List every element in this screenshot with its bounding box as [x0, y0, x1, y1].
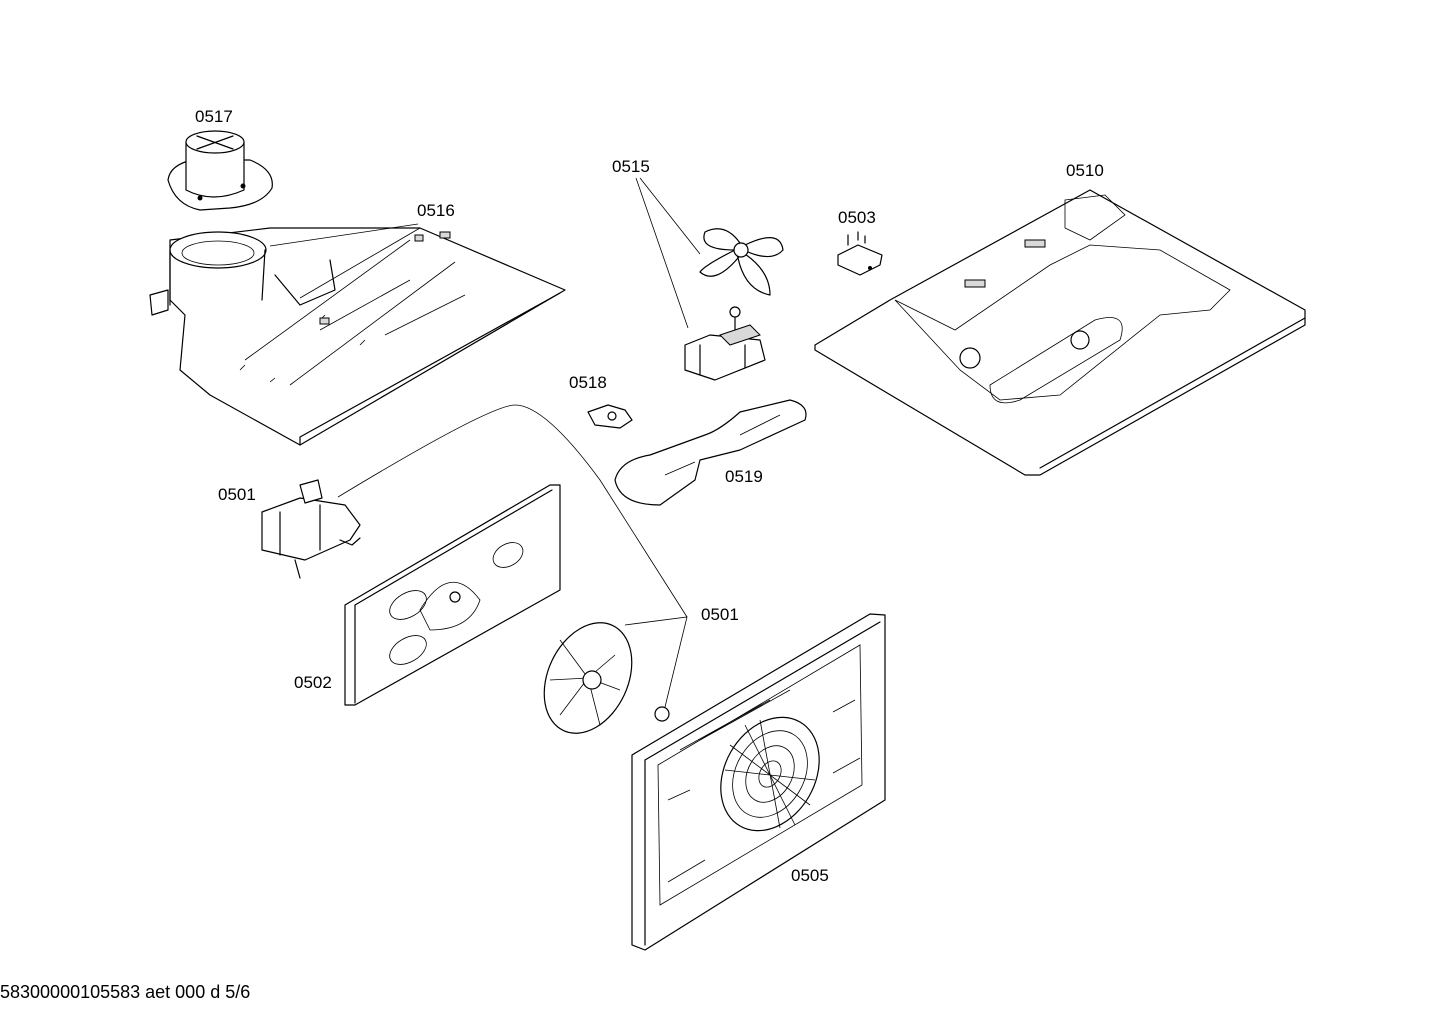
label-0503: 0503	[838, 208, 876, 227]
part-0518-bracket	[587, 404, 633, 429]
part-0516-duct-panel	[149, 227, 566, 446]
part-0501-fan-wheel	[543, 622, 670, 734]
label-0501-fan: 0501	[701, 605, 739, 624]
part-0505-cavity-frame	[631, 613, 886, 951]
label-0516: 0516	[417, 201, 455, 220]
part-0503-thermostat	[837, 231, 883, 276]
part-0501-convection-motor	[261, 479, 361, 579]
label-0519: 0519	[725, 467, 763, 486]
leader-lines	[269, 177, 701, 708]
drawing-reference-code: 58300000105583 aet 000 d 5/6	[0, 982, 251, 1002]
label-0501-motor: 0501	[218, 485, 256, 504]
part-0517-duct-collar	[167, 130, 273, 211]
label-0517: 0517	[195, 107, 233, 126]
part-0519-gasket-plate	[614, 399, 807, 506]
label-0502: 0502	[294, 673, 332, 692]
label-0510: 0510	[1066, 161, 1104, 180]
part-0502-rear-plate	[344, 484, 561, 706]
label-0515: 0515	[612, 157, 650, 176]
label-0518: 0518	[569, 373, 607, 392]
part-0510-base-plate	[814, 189, 1306, 476]
part-0515-fan-motor	[684, 228, 784, 381]
label-0505: 0505	[791, 866, 829, 885]
